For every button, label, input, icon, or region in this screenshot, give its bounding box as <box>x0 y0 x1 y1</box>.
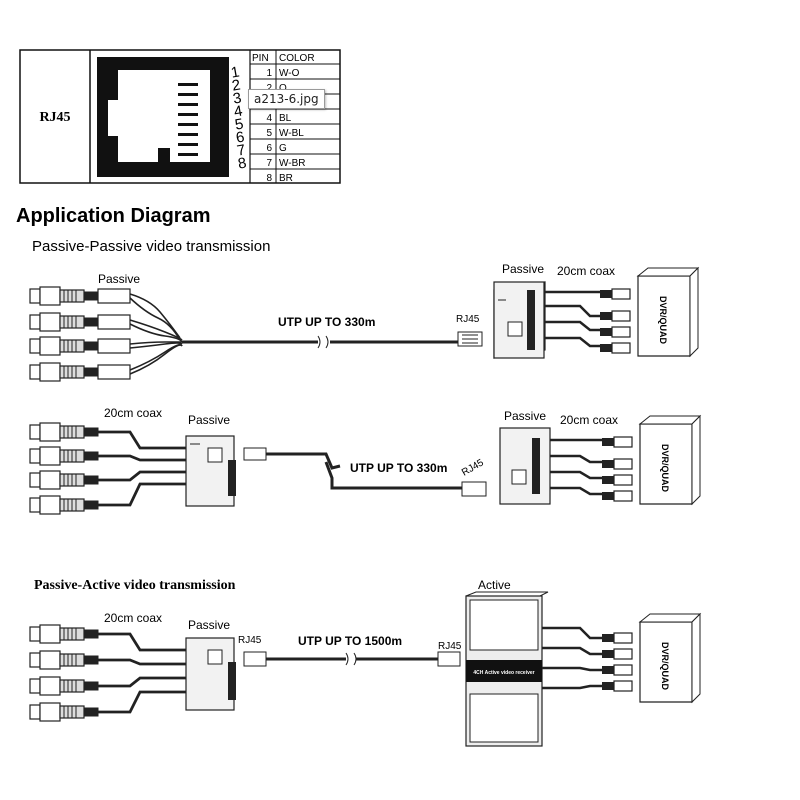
pin-number: 2 <box>231 76 242 94</box>
passive-label: Passive <box>504 409 546 423</box>
pin-cell: 1 <box>266 68 272 79</box>
coax-label: 20cm coax <box>560 413 618 427</box>
dvr-quad-box: DVR/QUAD <box>636 266 700 358</box>
coax-label: 20cm coax <box>104 406 162 420</box>
coax-label: 20cm coax <box>104 611 162 625</box>
color-cell: BL <box>279 113 292 124</box>
rj45-jack-icon <box>97 57 229 177</box>
pin-color-grid <box>250 50 340 183</box>
bnc-connector-icon <box>29 422 99 515</box>
bnc-connector-icon <box>29 286 99 382</box>
passive-label: Passive <box>188 618 230 632</box>
dvr-quad-box: DVR/QUAD <box>638 414 702 506</box>
pin-cell: 7 <box>266 158 272 169</box>
active-receiver-box: 4CH Active video receiver <box>465 591 549 747</box>
pin-number: 4 <box>233 102 244 120</box>
section1-title: Passive-Passive video transmission <box>32 238 270 255</box>
rj45-label: RJ45 <box>438 641 462 652</box>
passive-label: Passive <box>98 272 140 286</box>
active-label: Active <box>478 578 511 592</box>
pin-number: 1 <box>230 63 241 81</box>
passive-balun-box <box>499 427 551 505</box>
image-filename-tooltip: a213-6.jpg <box>248 89 325 109</box>
bnc-connector-icon <box>29 624 99 722</box>
pin-header: PIN <box>252 53 269 64</box>
dvr-label: DVR/QUAD <box>660 642 670 691</box>
rj45-plug-icon <box>461 481 487 497</box>
color-cell: W-O <box>279 68 300 79</box>
pin-number: 6 <box>235 128 246 146</box>
passive-balun-box <box>185 637 236 711</box>
dvr-label: DVR/QUAD <box>660 444 670 493</box>
bnc-connector-icon <box>599 288 631 354</box>
rj45-plug-icon <box>243 651 267 667</box>
pin-cell: 6 <box>266 143 272 154</box>
pin-cell: 2 <box>266 83 272 94</box>
color-cell: G <box>279 143 287 154</box>
pin-cell: 4 <box>266 113 272 124</box>
passive-balun-box <box>185 435 236 507</box>
active-box-text: 4CH Active video receiver <box>473 670 534 676</box>
passive-balun-box <box>493 281 546 359</box>
rj45-label: RJ45 <box>39 110 70 125</box>
rj45-pinout-table: RJ45 1 2 3 4 5 6 7 8 <box>19 49 341 184</box>
bnc-connector-icon <box>601 436 633 502</box>
dvr-label: DVR/QUAD <box>658 296 668 345</box>
color-cell: O <box>279 83 287 94</box>
pin-cell: 8 <box>266 173 272 184</box>
rj45-label: RJ45 <box>460 457 486 478</box>
application-diagram-heading: Application Diagram <box>16 205 210 227</box>
rj45-label: RJ45 <box>238 635 262 646</box>
section1-diagram: Passive UTP UP TO 330m <box>29 262 700 382</box>
cable-length-label: UTP UP TO 1500m <box>298 634 402 648</box>
color-cell: W-BL <box>279 128 304 139</box>
dvr-quad-box: DVR/QUAD <box>638 612 702 704</box>
cable-length-label: UTP UP TO 330m <box>278 315 375 329</box>
rj45-pin-numbers: 1 2 3 4 5 6 7 8 <box>230 63 248 172</box>
section2-diagram: 20cm coax Passive UTP UP TO 330m RJ45 <box>29 406 702 515</box>
color-cell: W-BR <box>279 158 305 169</box>
passive-label: Passive <box>502 262 544 276</box>
pin-number: 3 <box>232 89 243 107</box>
bnc-connector-icon <box>601 632 633 692</box>
color-header: COLOR <box>279 53 315 64</box>
pin-number: 8 <box>237 154 248 172</box>
rj45-plug-icon <box>457 331 483 347</box>
cable-length-label: UTP UP TO 330m <box>350 461 447 475</box>
pin-number: 7 <box>236 141 247 159</box>
rj45-plug-icon <box>437 651 461 667</box>
pin-cell: 5 <box>266 128 272 139</box>
section3-title: Passive-Active video transmission <box>34 578 236 593</box>
color-cell: BR <box>279 173 293 184</box>
pin-number: 5 <box>234 115 245 133</box>
rj45-plug-icon <box>243 447 267 461</box>
section3-diagram: 20cm coax Passive RJ45 UTP UP TO 1500m R… <box>29 578 702 747</box>
rj45-label: RJ45 <box>456 314 480 325</box>
passive-label: Passive <box>188 413 230 427</box>
coax-label: 20cm coax <box>557 264 615 278</box>
